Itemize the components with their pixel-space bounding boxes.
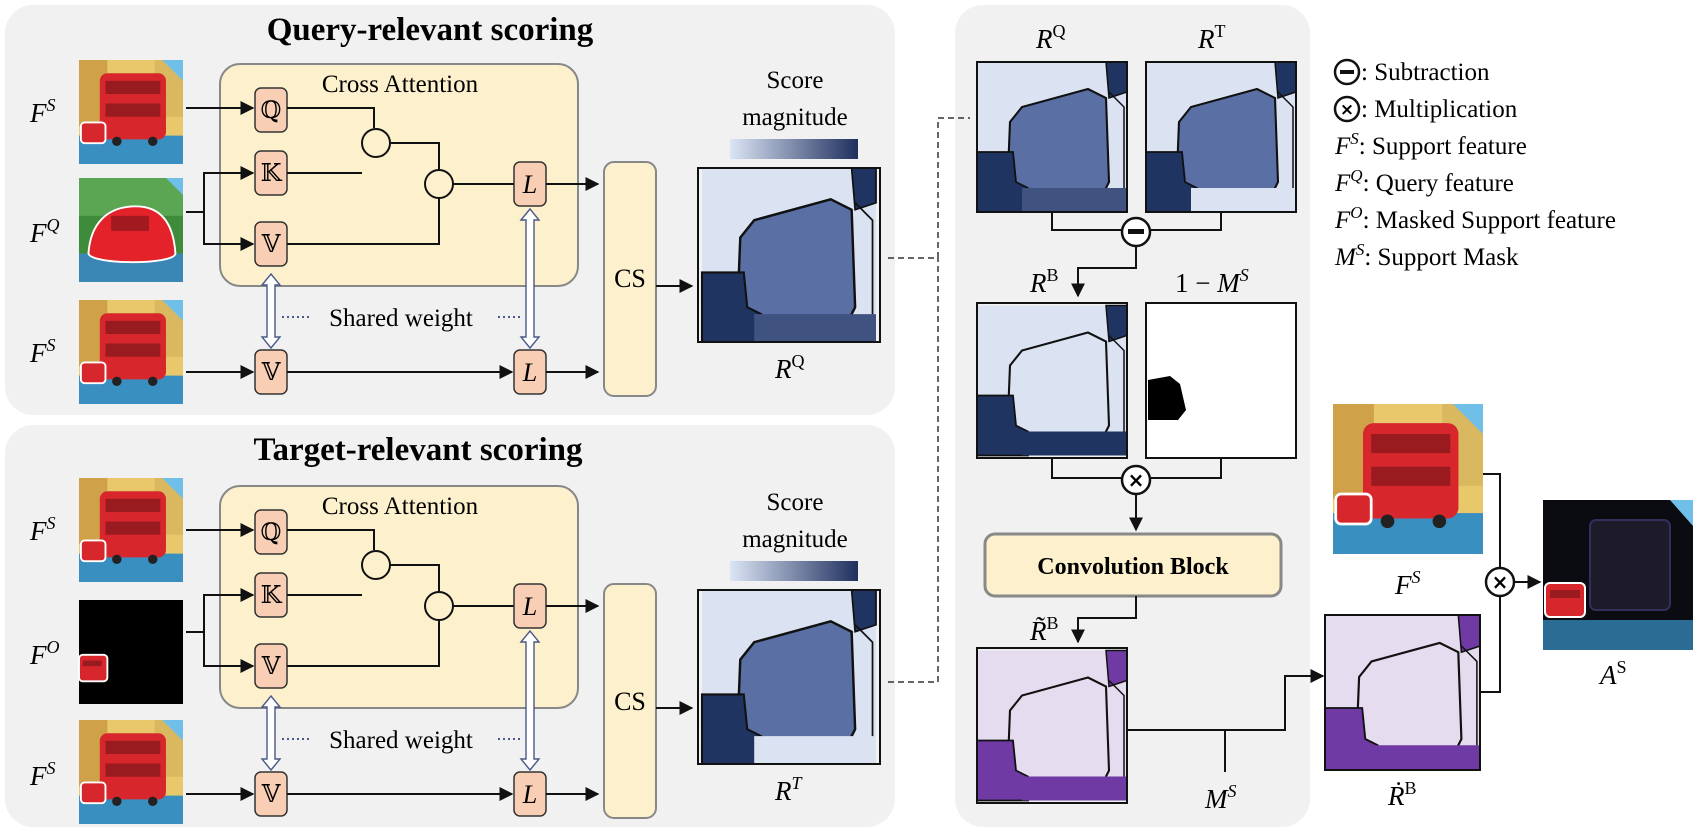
query-panel-title: Query-relevant scoring (267, 12, 594, 48)
rb-dot-map (1325, 615, 1480, 770)
svg-text:ℚ: ℚ (261, 98, 282, 124)
ms-label: MS (1204, 781, 1237, 814)
svg-text:Score: Score (767, 67, 824, 94)
label-fs-2: FS (29, 335, 56, 368)
label-fq: FQ (29, 215, 60, 248)
support-image-right (1333, 404, 1483, 554)
as-label: AS (1598, 657, 1627, 690)
support-image-1 (78, 60, 184, 164)
shared-weight-label-1: Shared weight (329, 305, 473, 332)
attention-node-2 (424, 169, 454, 199)
svg-text:Cross Attention: Cross Attention (322, 493, 479, 520)
as-output-image (1543, 500, 1693, 650)
query-branch: FS FQ FS Cross Attention ℚ 𝕂 𝕍 L (29, 60, 881, 404)
cross-attention-label: Cross Attention (322, 71, 479, 98)
svg-text:L: L (522, 358, 537, 387)
cross-attention-box-2 (219, 485, 579, 709)
svg-text:Convolution Block: Convolution Block (1037, 554, 1229, 580)
svg-text:L: L (522, 592, 537, 621)
rb-tilde-map (977, 649, 1127, 802)
legend-item-0: : Subtraction (1333, 58, 1490, 86)
score-gradient-bar-1 (730, 139, 858, 159)
target-branch: FS FO FS Cross Attention ℚ 𝕂 𝕍 L 𝕍 L (29, 478, 881, 824)
svg-text:R̃B: R̃B (1029, 613, 1059, 646)
dashed-connector-rt (888, 258, 939, 683)
svg-text:𝕂: 𝕂 (261, 583, 283, 609)
rb-dot-label: ṘB (1387, 778, 1417, 811)
legend-item-5: MS: Support Mask (1334, 240, 1519, 271)
svg-text:𝕍: 𝕍 (261, 360, 281, 386)
output-branch: MS ṘB FS × AS (1127, 404, 1693, 814)
rt-score-map (700, 590, 878, 764)
svg-text:CS: CS (614, 264, 646, 293)
svg-text:L: L (522, 170, 537, 199)
multiplication-icon (1333, 95, 1361, 123)
target-panel-title: Target-relevant scoring (253, 432, 583, 468)
legend-item-2: FS: Support feature (1334, 129, 1527, 160)
rt-label: RT (774, 773, 804, 806)
legend-item-1: × : Multiplication (1333, 95, 1518, 123)
q-op (254, 87, 288, 133)
svg-text:CS: CS (614, 687, 646, 716)
dashed-connector-rq (888, 117, 970, 259)
score-gradient-bar-2 (730, 561, 858, 581)
svg-text:magnitude: magnitude (742, 526, 848, 553)
convolution-block (983, 532, 1283, 598)
svg-text:𝕍: 𝕍 (261, 654, 281, 680)
svg-text:RT: RT (1197, 21, 1226, 54)
legend-text-2: FS: Support feature (1334, 129, 1527, 160)
cs-box-2 (603, 583, 657, 819)
svg-text:Score: Score (767, 489, 824, 516)
svg-text:magnitude: magnitude (742, 104, 848, 131)
query-image (78, 178, 184, 282)
attention-node-1 (361, 128, 391, 158)
legend-item-4: FO: Masked Support feature (1334, 203, 1616, 234)
support-image-2 (78, 300, 184, 404)
label-fs-1: FS (29, 95, 56, 128)
masked-support-image (78, 600, 184, 704)
rq-score-map (700, 168, 878, 342)
svg-text:𝕍: 𝕍 (261, 782, 281, 808)
q-op-2 (254, 509, 288, 555)
support-image-3 (78, 478, 184, 582)
rt-map-small (1146, 62, 1296, 212)
refinement-branch: RQ RT RB 1 − MS × Convolution Block R̃B (976, 21, 1297, 804)
legend-text-5: MS: Support Mask (1334, 240, 1519, 271)
cross-attention-box (219, 63, 579, 287)
rb-map (977, 304, 1127, 457)
rq-label: RQ (774, 351, 805, 384)
cs-box-1 (603, 161, 657, 397)
legend-text-3: FQ: Query feature (1334, 166, 1514, 197)
rq-map-small (977, 62, 1127, 212)
shared-weight-label-2: Shared weight (329, 727, 473, 754)
fs-right-label: FS (1394, 567, 1421, 600)
svg-text:1 − MS: 1 − MS (1175, 265, 1249, 298)
svg-text:L: L (522, 780, 537, 809)
svg-text:×: × (1340, 100, 1354, 120)
label-fs-3: FS (29, 513, 56, 546)
legend-text-0: : Subtraction (1361, 59, 1490, 86)
svg-text:RQ: RQ (1035, 21, 1066, 54)
svg-text:×: × (1128, 468, 1145, 492)
svg-text:ℚ: ℚ (261, 520, 282, 546)
legend-text-4: FO: Masked Support feature (1334, 203, 1616, 234)
support-image-4 (78, 720, 184, 824)
svg-text:𝕍: 𝕍 (261, 232, 281, 258)
label-fs-4: FS (29, 758, 56, 791)
label-fo: FO (29, 637, 60, 670)
svg-text:𝕂: 𝕂 (261, 161, 283, 187)
svg-text:×: × (1492, 570, 1509, 594)
legend-text-1: : Multiplication (1361, 96, 1518, 123)
svg-text:RB: RB (1029, 265, 1059, 298)
legend-item-3: FQ: Query feature (1334, 166, 1514, 197)
